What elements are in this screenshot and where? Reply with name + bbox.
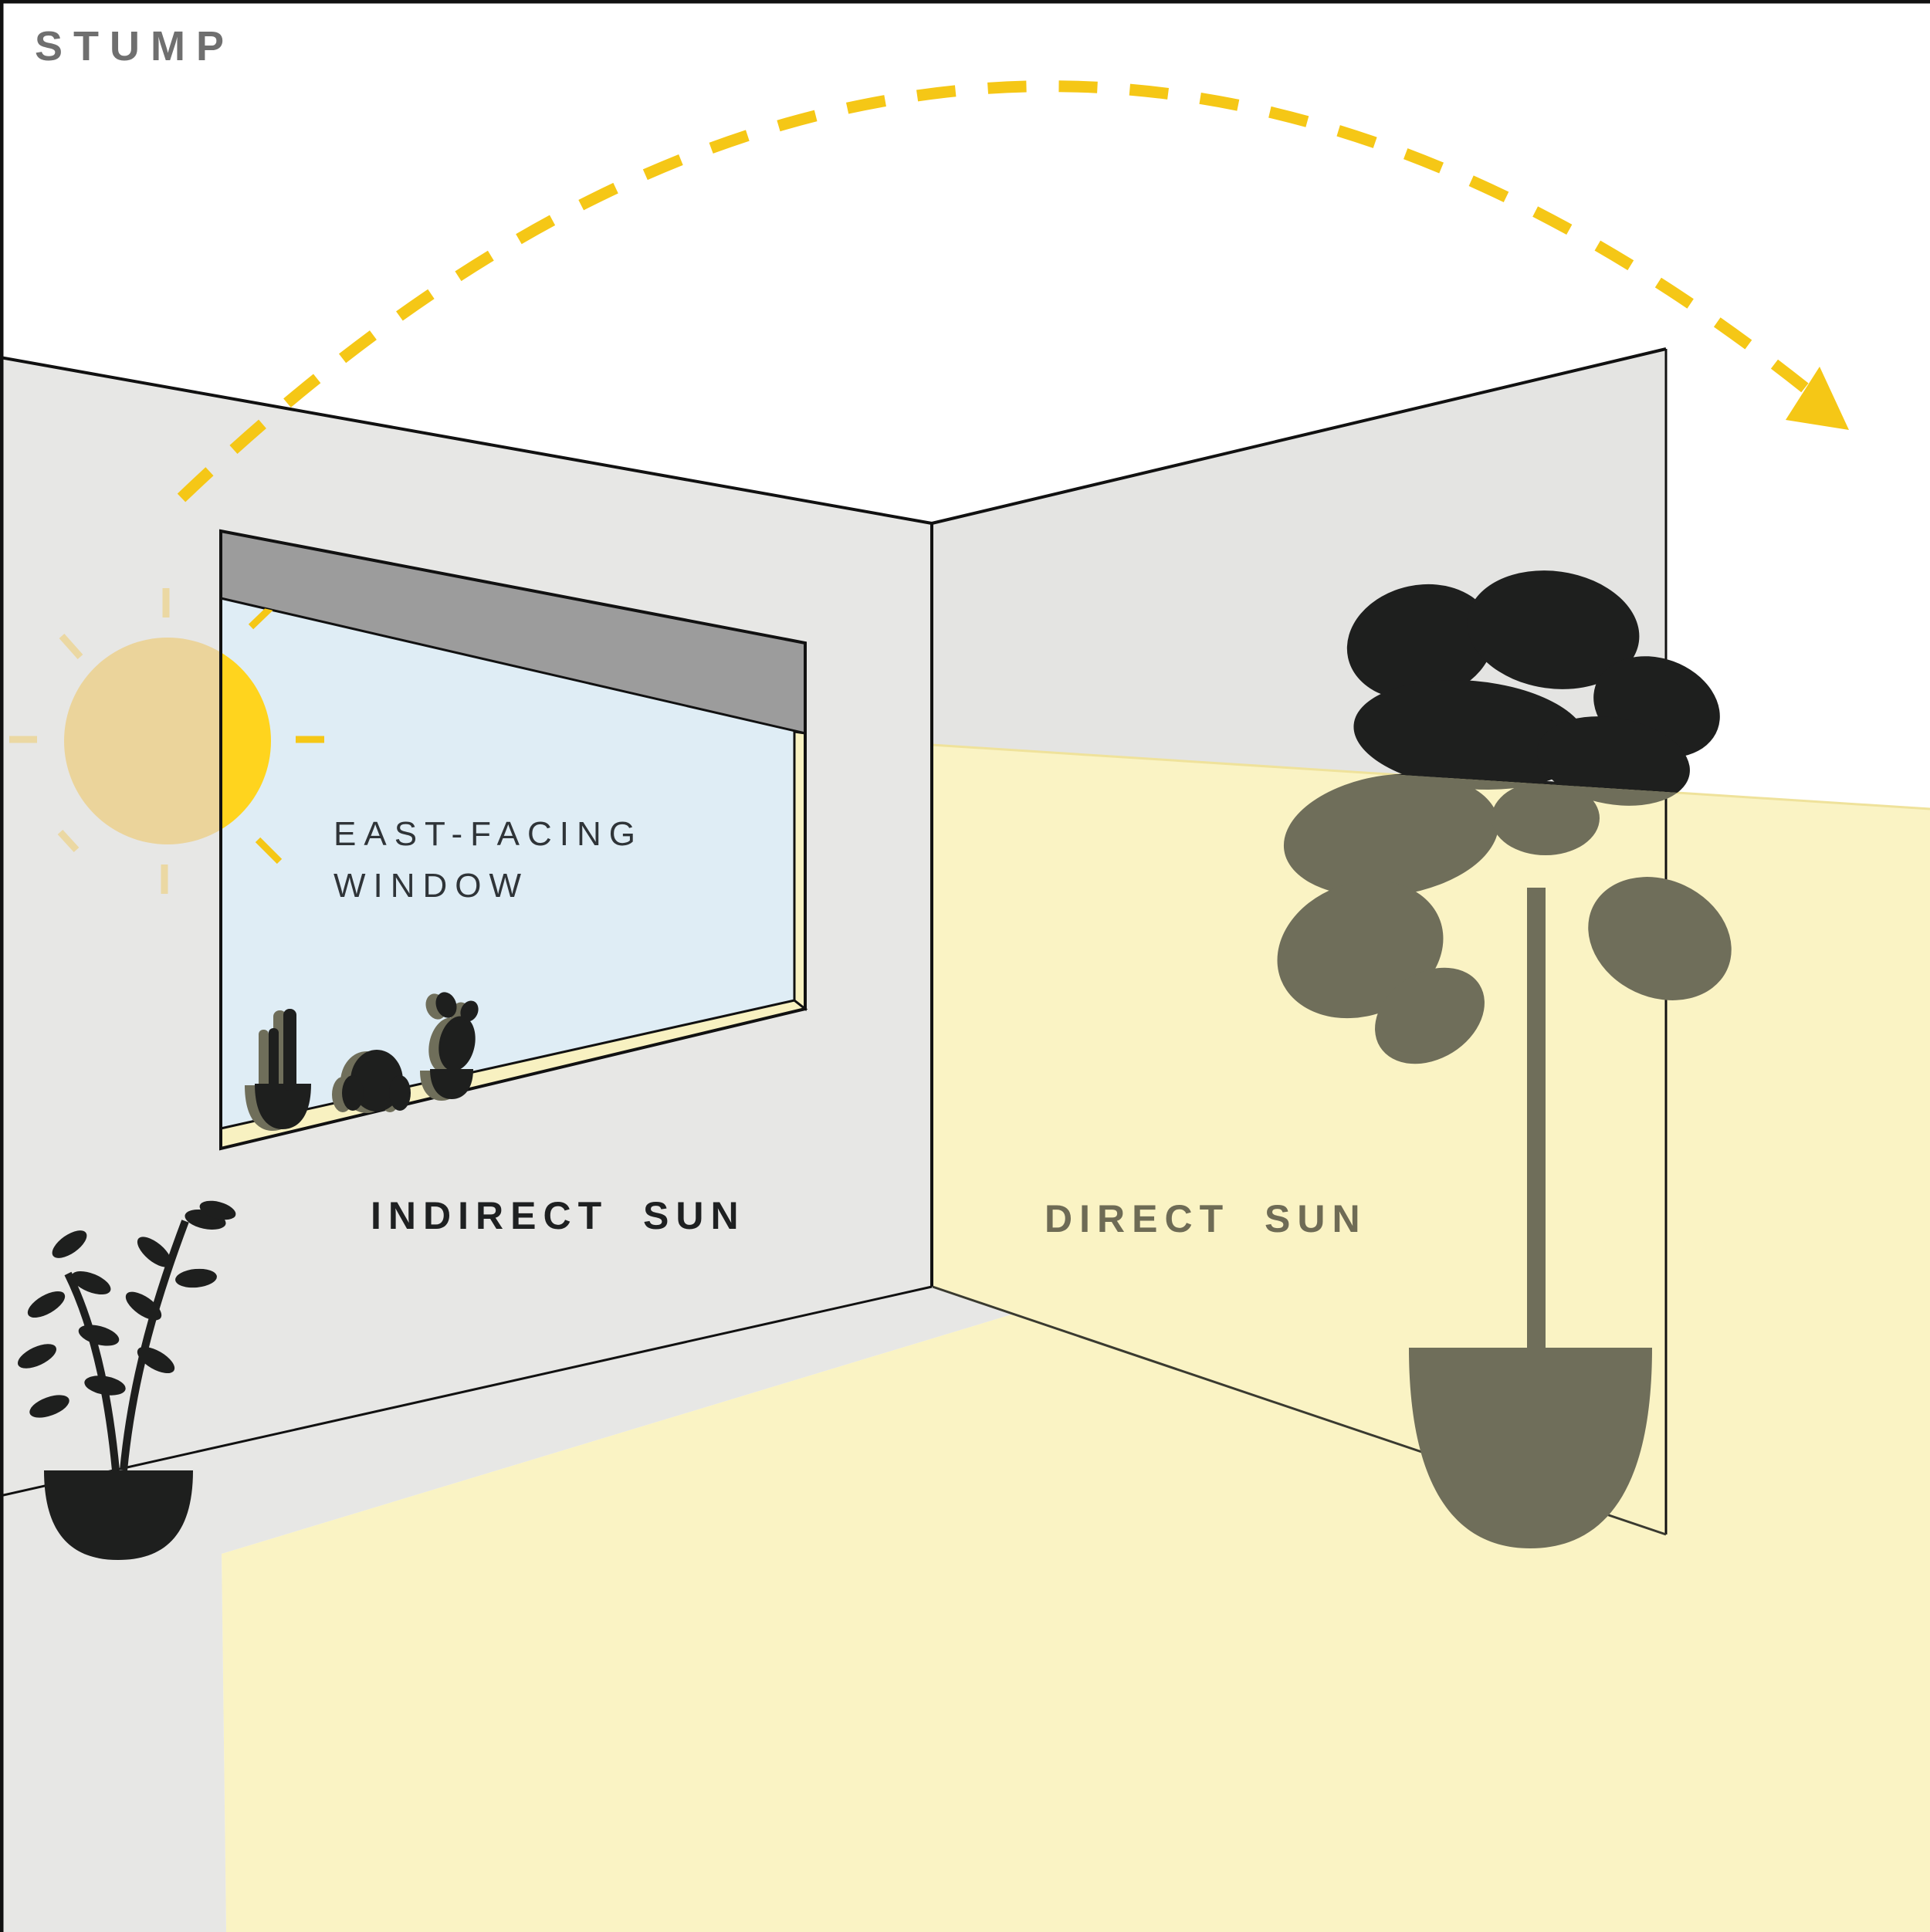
window-frame bbox=[219, 529, 807, 1151]
window-label-line2: WINDOW bbox=[334, 867, 529, 905]
indirect-sun-label: INDIRECT SUN bbox=[371, 1194, 746, 1237]
window-label-line1: EAST-FACING bbox=[334, 815, 643, 853]
shaded-floor bbox=[0, 1287, 1011, 1932]
small-leafy-plant-icon bbox=[18, 1200, 236, 1560]
direct-sun-label: DIRECT SUN bbox=[1045, 1197, 1367, 1240]
sun-path-dashed-arrow-icon bbox=[177, 80, 1849, 502]
window-jamb bbox=[793, 730, 807, 1012]
sun-bright-through-glass bbox=[221, 604, 324, 864]
brand-logo: STUMP bbox=[35, 23, 235, 69]
east-facing-window: EAST-FACING WINDOW bbox=[219, 529, 808, 1151]
